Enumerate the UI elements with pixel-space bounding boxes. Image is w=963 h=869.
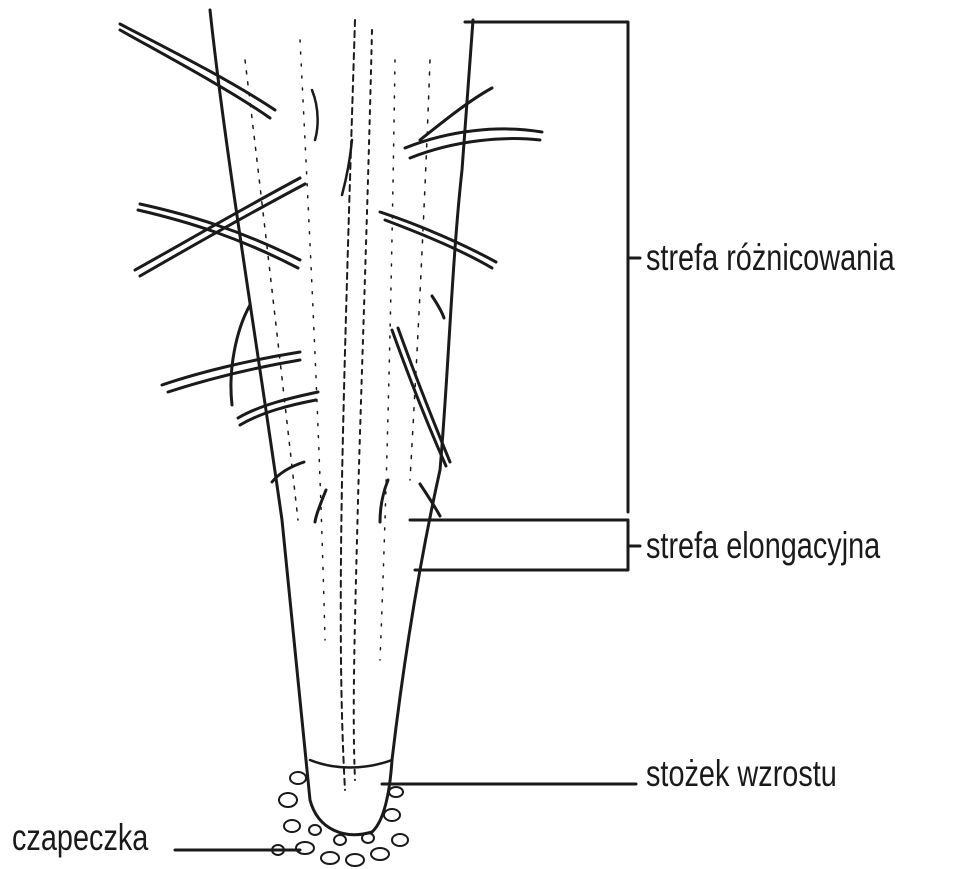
label-root-cap: czapeczka bbox=[12, 818, 148, 858]
label-elongation-zone: strefa elongacyjna bbox=[646, 526, 880, 566]
label-differentiation-zone: strefa różnicowania bbox=[646, 238, 895, 278]
root-hairs bbox=[120, 24, 542, 522]
elongation-bracket bbox=[410, 520, 628, 570]
root-cap-stipple bbox=[272, 772, 408, 866]
label-growth-cone: stożek wzrostu bbox=[646, 754, 837, 794]
